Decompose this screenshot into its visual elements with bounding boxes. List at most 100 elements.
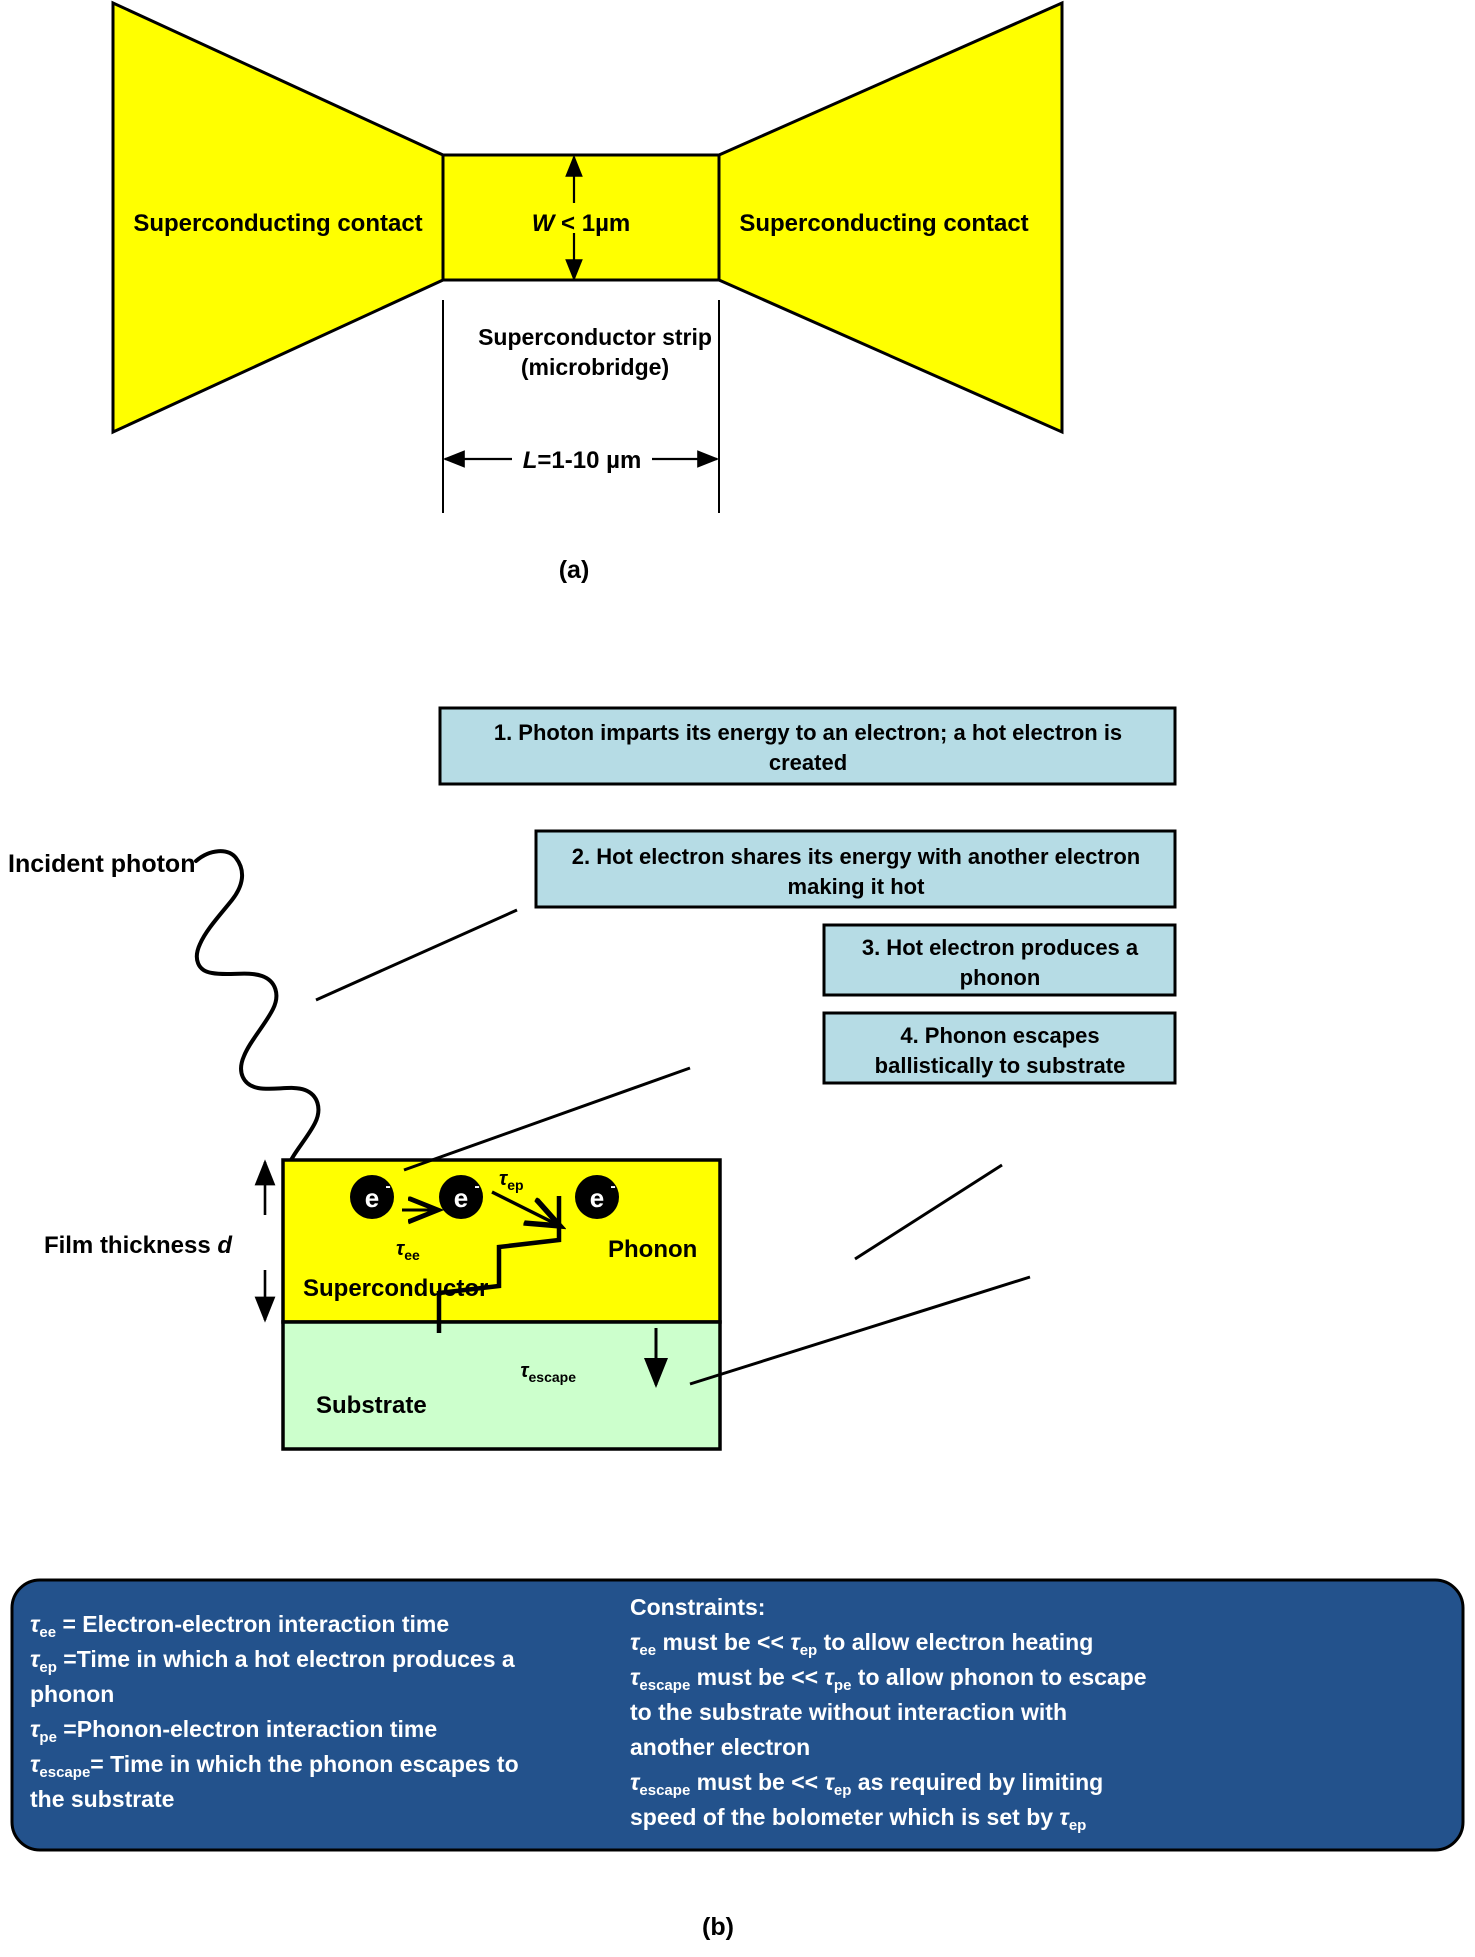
legend-constraint-4-s1: τ (825, 1769, 836, 1795)
strip-label-line2: (microbridge) (521, 354, 669, 380)
legend-constraint-0-s1: τ (790, 1629, 801, 1655)
superconductor-layer-label: Superconductor (303, 1275, 488, 1302)
legend-def-0: τee = Electron-electron interaction time (30, 1611, 449, 1641)
panel-a: Superconducting contact Superconducting … (111, 0, 1064, 584)
callout-2-box (534, 829, 1177, 909)
legend-def-5: the substrate (30, 1786, 174, 1812)
callout-3-leader (854, 1163, 1003, 1261)
callout-3-line-2: phonon (960, 965, 1041, 990)
electron-2: e - (439, 1175, 483, 1219)
strip-label-line1: Superconductor strip (478, 324, 712, 350)
electron-3-glyph: e (590, 1183, 604, 1213)
legend-def-2: phonon (30, 1681, 114, 1707)
length-symbol: L (523, 447, 538, 474)
legend-constraint-4-r1: as required by limiting (851, 1769, 1103, 1795)
legend-constraint-0-r1: to allow electron heating (817, 1629, 1093, 1655)
legend-constraint-5-b1: ep (1069, 1817, 1087, 1834)
legend-def-0-rest: = Electron-electron interaction time (56, 1611, 449, 1637)
electron-1-glyph: e (365, 1183, 379, 1213)
phonon-label: Phonon (608, 1236, 697, 1263)
legend-constraint-0-b0: ee (639, 1642, 656, 1659)
legend-constraint-0-s0: τ (630, 1629, 641, 1655)
legend-constraint-5-r0: speed of the bolometer which is set by (630, 1804, 1059, 1830)
legend-def-1-symbol: τ (30, 1646, 41, 1672)
film-thickness-label: Film thickness d (44, 1232, 233, 1259)
electron-3-charge: - (610, 1178, 615, 1195)
tau-ep-label: τep (499, 1168, 524, 1193)
legend-def-4-rest: = Time in which the phonon escapes to (90, 1751, 518, 1777)
legend-constraint-0-r0: must be << (656, 1629, 790, 1655)
legend-constraint-1-r1: to allow phonon to escape (851, 1664, 1146, 1690)
substrate-layer (281, 1320, 722, 1451)
callout-4-leader (689, 1275, 1031, 1386)
length-dimension-label: L=1-10 µm (523, 447, 642, 474)
legend-constraint-1-s1: τ (825, 1664, 836, 1690)
legend-constraint-4-b1: ep (834, 1782, 852, 1799)
callout-3-box (822, 923, 1177, 997)
photon-wave-icon (194, 849, 344, 1202)
film-thickness-text: Film thickness (44, 1232, 217, 1259)
callout-4-line-2: ballistically to substrate (875, 1053, 1126, 1078)
tau-escape-label: τescape (520, 1360, 576, 1385)
width-dimension-label: W < 1µm (532, 210, 631, 237)
length-text: =1-10 µm (537, 447, 641, 474)
legend-box (10, 1578, 1465, 1852)
legend-constraint-0: τee must be << τep to allow electron hea… (630, 1629, 1093, 1659)
legend-constraint-5: speed of the bolometer which is set by τ… (630, 1804, 1086, 1834)
tau-ee-symbol: τ (396, 1238, 406, 1260)
electron-2-charge: - (474, 1178, 479, 1195)
legend-constraint-1-s0: τ (630, 1664, 641, 1690)
width-symbol: W (532, 210, 557, 237)
legend-def-4-sub: escape (39, 1764, 90, 1781)
callout-1-leader (315, 908, 518, 1002)
panel-b: Incident photon Superconductor Substrate… (8, 706, 1465, 1941)
callout-4-box (822, 1011, 1177, 1085)
electron-2-glyph: e (454, 1183, 468, 1213)
tau-ep-arrow (491, 1190, 560, 1226)
callout-4-line-1: 4. Phonon escapes (900, 1023, 1099, 1048)
tau-escape-subscript: escape (529, 1369, 577, 1385)
callout-1-line-1: 1. Photon imparts its energy to an elect… (494, 720, 1122, 745)
film-thickness-symbol: d (217, 1232, 233, 1259)
legend-def-1: τep =Time in which a hot electron produc… (30, 1646, 515, 1676)
tau-ep-symbol: τ (499, 1168, 509, 1190)
legend-def-1-rest: =Time in which a hot electron produces a (57, 1646, 515, 1672)
phonon-zigzag-icon (436, 1196, 562, 1333)
substrate-layer-label: Substrate (316, 1392, 427, 1419)
electron-3: e - (575, 1175, 619, 1219)
width-text: < 1µm (554, 210, 630, 237)
legend-def-3-rest: =Phonon-electron interaction time (57, 1716, 437, 1742)
legend-constraint-0-b1: ep (800, 1642, 818, 1659)
contact-left-label: Superconducting contact (133, 210, 422, 237)
contact-right-label: Superconducting contact (739, 210, 1028, 237)
callout-2-line-2: making it hot (788, 874, 926, 899)
legend-constraint-1-b1: pe (834, 1677, 852, 1694)
tau-ep-subscript: ep (507, 1177, 523, 1193)
legend-def-0-sub: ee (39, 1624, 56, 1641)
legend-constraint-4-s0: τ (630, 1769, 641, 1795)
legend-constraints: Constraints: τee must be << τep to allow… (630, 1594, 1147, 1834)
legend-constraint-5-s1: τ (1059, 1804, 1070, 1830)
tau-ee-subscript: ee (404, 1247, 420, 1263)
legend-definitions: τee = Electron-electron interaction time… (30, 1611, 519, 1812)
legend-constraint-4: τescape must be << τep as required by li… (630, 1769, 1103, 1799)
callout-2-line-1: 2. Hot electron shares its energy with a… (572, 844, 1141, 869)
panel-b-tag: (b) (702, 1913, 734, 1941)
legend-constraint-1: τescape must be << τpe to allow phonon t… (630, 1664, 1147, 1694)
callout-3-line-1: 3. Hot electron produces a (862, 935, 1139, 960)
legend-def-4-symbol: τ (30, 1751, 41, 1777)
callout-2-leader (403, 1066, 691, 1172)
legend-def-3-symbol: τ (30, 1716, 41, 1742)
electron-1-charge: - (385, 1178, 390, 1195)
legend-constraints-title: Constraints: (630, 1594, 765, 1620)
callout-1-box (438, 706, 1177, 786)
legend-def-3-sub: pe (39, 1729, 57, 1746)
incident-photon-label: Incident photon (8, 850, 195, 878)
tau-ee-label: τee (396, 1238, 420, 1263)
legend-def-3: τpe =Phonon-electron interaction time (30, 1716, 437, 1746)
legend-constraint-4-b0: escape (639, 1782, 690, 1799)
callout-1-line-2: created (769, 750, 847, 775)
legend-def-0-symbol: τ (30, 1611, 41, 1637)
